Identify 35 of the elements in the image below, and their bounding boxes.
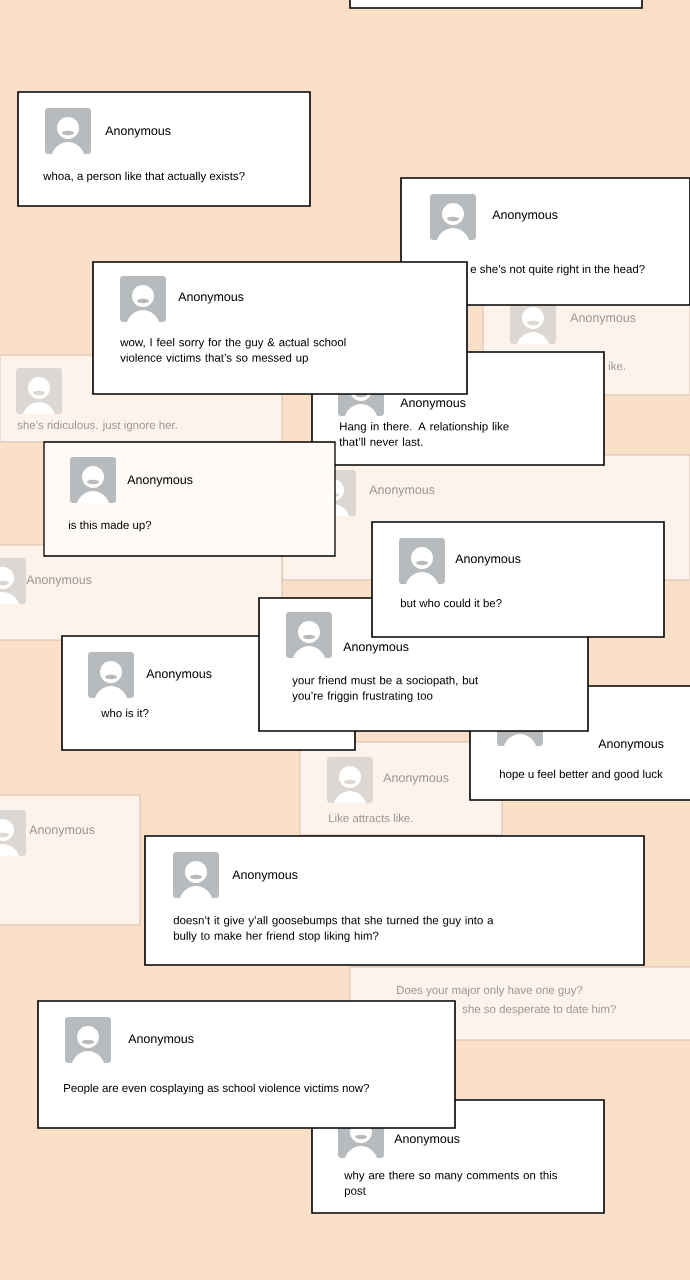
username: Anonymous	[128, 1034, 194, 1046]
comment-text: e she’s not quite right in the head?	[470, 264, 645, 276]
username: Anonymous	[570, 313, 636, 325]
comment-card	[349, 0, 643, 9]
username: Anonymous	[29, 825, 95, 837]
username: Anonymous	[394, 1134, 460, 1146]
comment-text: your friend must be a sociopath, but you’re friggin frustrating too	[292, 675, 479, 703]
username: Anonymous	[343, 642, 409, 654]
comment-text: she so desperate to date him?	[462, 1004, 616, 1016]
comment-text: doesn’t it give y’all goosebumps that she turned the guy into a bully to make her friend stop liking him?	[173, 915, 494, 943]
comment-text: but who could it be?	[400, 598, 502, 608]
username: Anonymous	[383, 773, 449, 785]
comment-text: hope u feel better and good luck	[500, 769, 663, 781]
comment-text: Does your major only have one guy?	[397, 985, 583, 997]
comment-text: she’s ridiculous. just ignore her.	[17, 420, 177, 432]
username: Anonymous	[400, 398, 466, 410]
username: Anonymous	[232, 870, 298, 882]
username: Anonymous	[105, 126, 171, 138]
username: Anonymous	[127, 475, 193, 487]
comment-text: is this made up?	[68, 520, 152, 532]
comment-text: Hang in there. A relationship like that’ll never last.	[339, 422, 509, 446]
username: Anonymous	[492, 210, 558, 222]
comment-text: wow, I feel sorry for the guy & actual school violence victims that’s so messed up	[120, 337, 346, 365]
comment-text: whoa, a person like that actually exists?	[43, 171, 245, 183]
comment-text: People are even cosplaying as school violence victims now?	[64, 1083, 369, 1095]
comment-text: Like attracts like.	[329, 813, 413, 823]
comment-text: why are there so many comments on this post	[344, 1170, 558, 1198]
username: Anonymous	[146, 669, 212, 681]
username: Anonymous	[369, 485, 435, 497]
username: Anonymous	[26, 575, 92, 587]
comment-text: who is it?	[101, 708, 149, 718]
username: Anonymous	[598, 739, 664, 751]
username: Anonymous	[178, 292, 244, 304]
username: Anonymous	[455, 554, 521, 566]
comment-text: ike.	[608, 361, 625, 371]
